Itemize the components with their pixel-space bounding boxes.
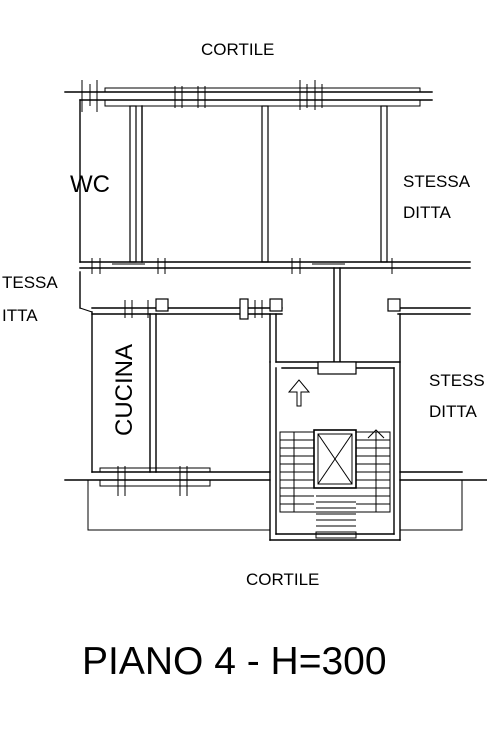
stair-core <box>269 267 401 541</box>
stessa-ditta-right-top-line1: STESSA <box>403 172 471 191</box>
upper-rooms <box>79 105 471 274</box>
lower-rooms <box>149 313 277 473</box>
elevator-cross-icon <box>313 429 357 489</box>
wc-label: WC <box>70 171 110 198</box>
cucina-label: CUCINA <box>111 344 138 436</box>
stessa-ditta-left-line1: TESSA <box>2 273 58 292</box>
corridor-lower-wall <box>91 298 471 320</box>
stessa-ditta-right-bottom-line1: STESS <box>429 371 485 390</box>
cortile-bottom-label: CORTILE <box>246 570 319 589</box>
up-arrow-icon <box>287 379 311 407</box>
top-outer-wall <box>64 80 433 112</box>
stessa-ditta-left-line2: ITTA <box>2 306 38 325</box>
stessa-ditta-right-bottom-line2: DITTA <box>429 402 478 421</box>
stessa-ditta-right-top-line2: DITTA <box>403 203 452 222</box>
bottom-outer-wall <box>64 466 487 531</box>
left-outer-wall <box>79 99 93 473</box>
cortile-top-label: CORTILE <box>201 40 274 59</box>
floor-title: PIANO 4 - H=300 <box>82 640 387 683</box>
